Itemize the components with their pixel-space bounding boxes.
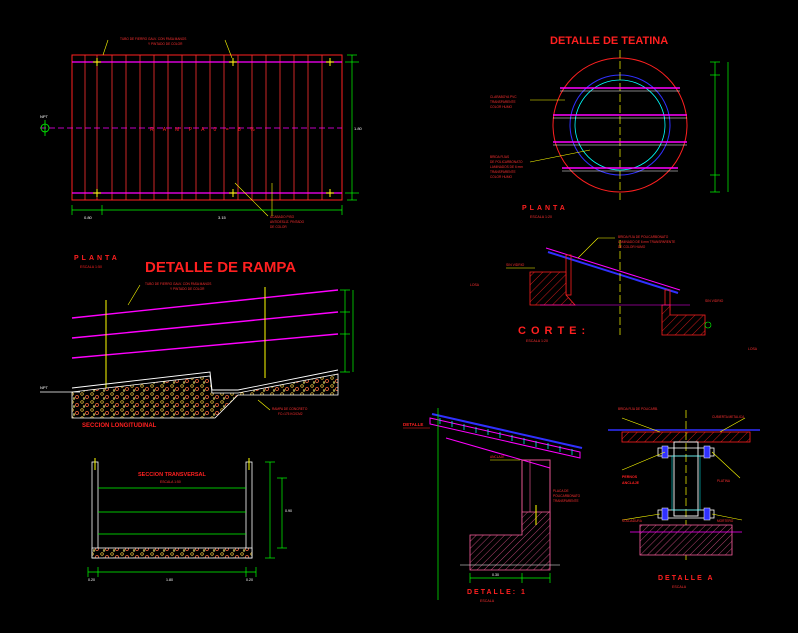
teatina-note2: TRANSPARENTE — [490, 100, 516, 104]
detA-title: DETALLE A — [658, 575, 715, 582]
corte-sin-vidrio-r: SIN VIDRIO — [705, 299, 724, 303]
planta-rampa-bars — [84, 55, 323, 200]
corte-losa-r: LOSA — [748, 347, 758, 351]
sec-trans-dim-w: 1.80 — [166, 578, 173, 582]
corte-sin-vidrio-l: SIN VIDRIO — [506, 263, 525, 267]
seccion-longitudinal: NPT TUBO DE FIERRO GALV. CON PASA MANOS … — [40, 282, 354, 429]
det1-title: DETALLE: 1 — [467, 589, 527, 596]
seccion-transversal: SECCION TRANSVERSAL ESCALA 1:50 0.20 1.8… — [87, 458, 292, 582]
sec-trans-scale: ESCALA 1:50 — [160, 480, 181, 484]
teatina-note5: DE POLICARBONATO — [490, 160, 523, 164]
planta-rampa-title: PLANTA — [74, 255, 120, 262]
sec-long-note-rampa2: FC=175 KG/CM2 — [278, 412, 303, 416]
teatina-planta-title: PLANTA — [522, 205, 568, 212]
det1-anclaje: ANCLAJE — [490, 455, 504, 459]
detA-note1: BRIDA FIJA DE POLICARB. — [618, 407, 658, 411]
corte-losa-l: LOSA — [470, 283, 480, 287]
det1-scale: ESCALA — [480, 599, 495, 603]
corte-title: CORTE: — [518, 325, 590, 337]
teatina-note4: BRIDA FIJAS — [490, 155, 509, 159]
detalle-a: BRIDA FIJA DE POLICARB. CUBIERTA METALIC… — [608, 407, 760, 589]
detA-note2: CUBIERTA METALICA — [712, 415, 745, 419]
teatina-planta: CLARABOYA PVC TRANSPARENTE COLOR HUMO BR… — [490, 50, 729, 219]
detA-note5: ANCLAJE — [622, 481, 640, 485]
planta-rampa: NPT R A M P A 0 = 8 % TUBO DE FIERRO GAL… — [40, 37, 363, 229]
detA-note6: SOLDADURA — [622, 519, 643, 523]
planta-rampa-dim-h: 1.80 — [354, 126, 363, 131]
sec-long-title: SECCION LONGITUDINAL — [82, 423, 157, 429]
corte-note2: LAMINADO DE 6 mm TRANSPARENTE — [618, 240, 675, 244]
detA-note7: MORTERO — [717, 519, 734, 523]
teatina-note8: COLOR HUMO — [490, 175, 512, 179]
planta-rampa-acabado3: DE COLOR — [270, 225, 287, 229]
det1-label: DETALLE — [403, 422, 423, 427]
planta-rampa-leader-top — [102, 39, 233, 59]
planta-rampa-dim-w1: 0.80 — [84, 215, 93, 220]
planta-rampa-leader-bottom — [234, 182, 273, 217]
teatina-note6: LAMINADOS DE 6 mm — [490, 165, 523, 169]
planta-rampa-acabado: ACABADO PISO — [270, 215, 295, 219]
teatina-planta-scale: ESCALA 1:20 — [530, 215, 552, 219]
corte-note3: DE COLOR HUMO — [618, 245, 646, 249]
detA-scale: ESCALA — [672, 585, 687, 589]
planta-rampa-dim-w2: 3.15 — [218, 215, 227, 220]
detA-note3: PERNOS — [622, 475, 638, 479]
sec-long-note-rampa: RAMPA DE CONCRETO — [272, 407, 308, 411]
planta-rampa-scale: ESCALA 1:50 — [80, 265, 102, 269]
corte-scale: ESCALA 1:20 — [526, 339, 548, 343]
sec-trans-title: SECCION TRANSVERSAL — [138, 472, 206, 478]
corte-teatina: BRIDA FIJA DE POLICARBONATO LAMINADO DE … — [470, 235, 758, 351]
det1-placa2: POLICARBONATO — [553, 494, 581, 498]
teatina-note3: COLOR HUMO — [490, 105, 512, 109]
sec-trans-dim-r: 0.20 — [246, 578, 253, 582]
det1-dim: 0.30 — [492, 573, 499, 577]
detalle-teatina-title: DETALLE DE TEATINA — [550, 35, 668, 47]
det1-placa: PLACA DE — [553, 489, 569, 493]
teatina-note7: TRANSPARENTE — [490, 170, 516, 174]
sec-trans-dim-h: 0.90 — [285, 509, 292, 513]
planta-rampa-acabado2: ANTIDESLIZ. PINTADO — [270, 220, 305, 224]
planta-rampa-note-top: TUBO DE FIERRO GALV. CON PASA MANOS — [120, 37, 186, 41]
corte-note1: BRIDA FIJA DE POLICARBONATO — [618, 235, 669, 239]
planta-rampa-npt: NPT — [40, 114, 49, 119]
sec-long-note-tubo2: Y PINTADO DE COLOR — [170, 287, 205, 291]
detalle-rampa-title: DETALLE DE RAMPA — [145, 259, 296, 276]
sec-long-npt: NPT — [40, 385, 49, 390]
sec-long-note-tubo: TUBO DE FIERRO GALV. CON PASA MANOS — [145, 282, 211, 286]
detA-note4: PLATINA — [717, 479, 731, 483]
planta-rampa-note-top2: Y PINTADO DE COLOR — [148, 42, 183, 46]
teatina-note1: CLARABOYA PVC — [490, 95, 517, 99]
detalle-1: 0.30 DETALLE ANCLAJE PLACA DE POLICARBON… — [403, 408, 583, 603]
det1-placa3: TRANSPARENTE — [553, 499, 579, 503]
planta-rampa-center-label: R A M P A 0 = 8 % — [150, 127, 259, 133]
sec-trans-dim-l: 0.20 — [88, 578, 95, 582]
